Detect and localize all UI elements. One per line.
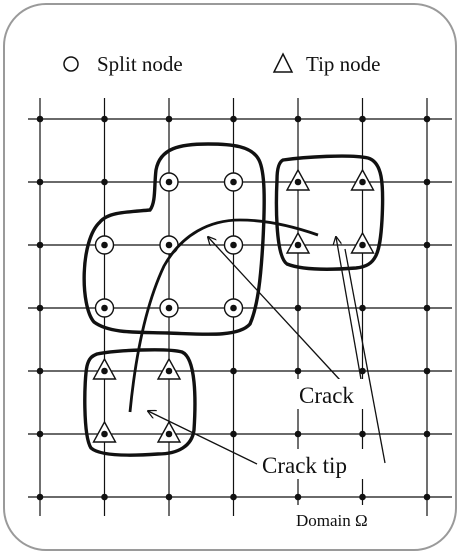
- grid-node: [294, 115, 302, 123]
- crack-path: [128, 218, 319, 413]
- tip-region-outline-upper: [274, 154, 385, 271]
- grid-node: [36, 115, 44, 123]
- grid-node: [294, 367, 302, 375]
- split-node-legend-icon: [63, 56, 79, 72]
- grid-node: [359, 304, 366, 312]
- grid-node: [423, 241, 431, 249]
- annotation-arrows: [148, 237, 386, 465]
- crack-arrow-outer: [336, 237, 363, 386]
- domain-arrow: [344, 248, 386, 464]
- grid-node: [230, 178, 237, 186]
- crack-tip-arrow: [148, 411, 258, 465]
- grid-node: [294, 304, 302, 312]
- grid-node: [165, 430, 173, 438]
- grid-node: [294, 178, 302, 186]
- domain-frame: [3, 3, 457, 551]
- grid-node: [230, 367, 237, 375]
- grid-node: [101, 241, 108, 249]
- grid-node: [230, 241, 237, 249]
- grid-node: [101, 304, 108, 312]
- grid-node: [423, 493, 431, 501]
- grid-node: [36, 304, 44, 312]
- grid-node: [423, 367, 431, 375]
- legend: Split node Tip node: [63, 52, 381, 76]
- grid-node: [36, 241, 44, 249]
- grid-node: [36, 430, 44, 438]
- grid-node: [359, 241, 366, 249]
- grid-node: [359, 493, 366, 501]
- grid-node: [230, 430, 237, 438]
- grid-node: [423, 178, 431, 186]
- grid-node: [359, 430, 366, 438]
- crack-tip-label: Crack tip: [262, 453, 347, 478]
- grid-node: [359, 367, 366, 375]
- split-node-legend-label: Split node: [97, 52, 183, 76]
- crack-label-backdrop: [296, 379, 366, 409]
- crack-tip-label-backdrop: [259, 449, 366, 479]
- tip-region-outline-lower: [83, 348, 197, 457]
- grid-node: [359, 115, 366, 123]
- grid-node: [165, 304, 173, 312]
- domain-label: Domain Ω: [296, 511, 368, 530]
- grid-node: [165, 367, 173, 375]
- grid-node: [36, 178, 44, 186]
- grid-node: [165, 115, 173, 123]
- crack-arrow-inner: [208, 237, 341, 381]
- grid-node: [294, 430, 302, 438]
- grid-node: [423, 304, 431, 312]
- grid-node: [165, 241, 173, 249]
- grid-node: [423, 115, 431, 123]
- grid-node: [294, 493, 302, 501]
- annotation-labels: Crack Crack tip Domain Ω: [259, 379, 386, 530]
- tip-node-legend-icon: [272, 52, 294, 73]
- grid-node: [230, 304, 237, 312]
- grid-node: [165, 493, 173, 501]
- grid-node: [165, 178, 173, 186]
- domain-label-backdrop: [290, 505, 386, 529]
- grid-node: [36, 493, 44, 501]
- grid-node: [359, 178, 366, 186]
- crack-label: Crack: [299, 383, 354, 408]
- grid-node: [423, 430, 431, 438]
- grid-node: [230, 493, 237, 501]
- grid-node: [101, 367, 108, 375]
- grid-nodes: [36, 115, 431, 501]
- grid-node: [101, 493, 108, 501]
- grid-node: [101, 430, 108, 438]
- tip-node-legend-label: Tip node: [306, 52, 381, 76]
- grid-node: [36, 367, 44, 375]
- grid-node: [294, 241, 302, 249]
- grid-node: [230, 115, 237, 123]
- grid-node: [101, 178, 108, 186]
- grid-node: [101, 115, 108, 123]
